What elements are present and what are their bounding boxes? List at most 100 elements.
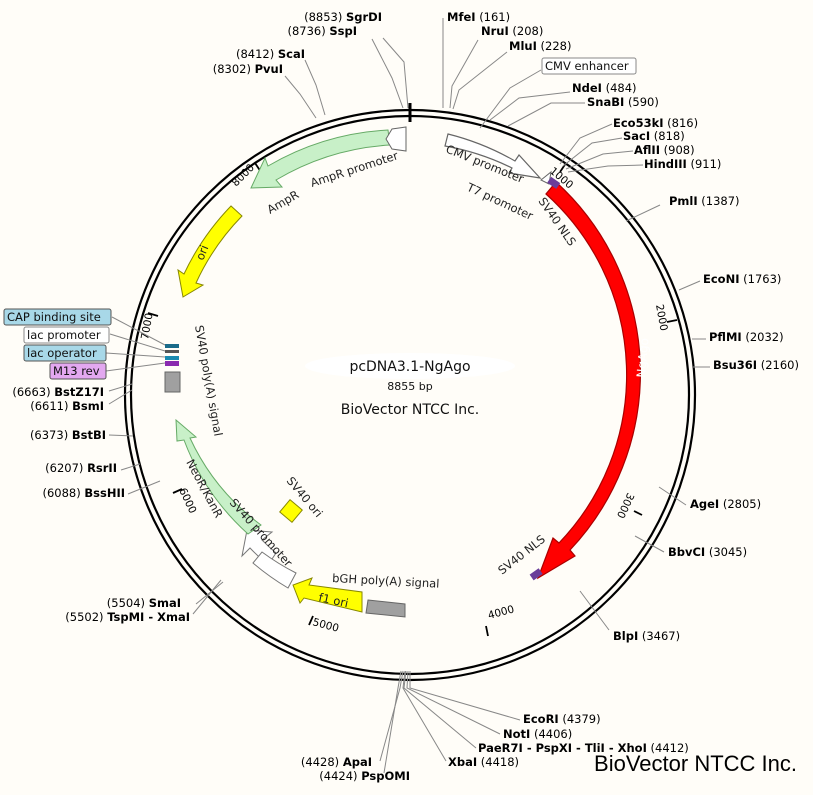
enz-blpi: BlpI <box>613 629 638 643</box>
leader-lac-operator <box>105 352 166 358</box>
site-eco53ki: Eco53kI (816) <box>613 116 698 130</box>
site-apai: (4428) ApaI <box>301 755 372 769</box>
leader-pspomi <box>383 670 402 774</box>
name-backdrop <box>305 353 515 379</box>
label-f1-ori: f1 ori <box>317 590 349 610</box>
leader-noti <box>406 670 501 735</box>
site-bstz17i: (6663) BstZ17I <box>12 385 104 399</box>
leader-pvui <box>284 75 317 119</box>
leader-cmv-enhancer <box>479 69 542 129</box>
leader-scai <box>304 59 326 116</box>
leader-sgrdi <box>382 37 409 109</box>
enz-smai: SmaI <box>149 596 181 610</box>
box-lac-operator <box>23 344 107 362</box>
leader-agei <box>658 486 687 506</box>
enz-agei: AgeI <box>690 497 719 511</box>
leader-blpi <box>579 590 610 631</box>
enz-eco53ki: Eco53kI <box>613 116 664 130</box>
neor-kanr-arrow <box>175 418 262 535</box>
enz-bsshii: BssHII <box>84 486 125 500</box>
leader-nrui <box>449 39 479 109</box>
pos-tspmi: (5502) <box>65 610 103 624</box>
bgh-polya-block <box>365 599 406 618</box>
enz-pmli: PmlI <box>669 194 698 208</box>
box-cap-binding-site <box>3 308 112 326</box>
enz-noti: NotI <box>503 727 530 741</box>
site-econi: EcoNI (1763) <box>703 272 781 286</box>
site-pflmi: PflMI (2032) <box>709 330 784 344</box>
site-smai: (5504) SmaI <box>107 596 181 610</box>
site-tspmi: (5502) TspMI - XmaI <box>65 610 190 624</box>
pos-bstz17i: (6663) <box>12 385 50 399</box>
pos-aflii: (908) <box>664 143 695 157</box>
pos-eco53ki: (816) <box>667 116 698 130</box>
leader-ecori <box>409 671 521 721</box>
enz-pvui: PvuI <box>255 62 283 76</box>
site-xhoi: PaeR7I - PspXI - TliI - XhoI (4412) <box>478 741 689 755</box>
enz-sgrdi: SgrDI <box>346 10 382 24</box>
site-bsmi: (6611) BsmI <box>30 399 104 413</box>
enz-bsmi: BsmI <box>72 399 104 413</box>
leader-hindiii <box>567 164 644 173</box>
leader-xhoi <box>403 670 477 749</box>
pos-rsrii: (6207) <box>45 461 83 475</box>
label-cap-binding-site: CAP binding site <box>7 310 101 324</box>
leader-bsmi <box>108 389 133 405</box>
site-aflii: AflII (908) <box>634 143 695 157</box>
pos-blpi: (3467) <box>642 629 680 643</box>
pos-nrui: (208) <box>512 24 543 38</box>
site-pvui: (8302) PvuI <box>213 62 283 76</box>
ngago-arrow <box>536 181 641 580</box>
site-hindiii: HindIII (911) <box>644 157 721 171</box>
label-sv40-polya: SV40 poly(A) signal <box>192 324 225 437</box>
sv40-ori-block <box>279 499 303 523</box>
site-nrui: NruI (208) <box>481 24 543 38</box>
tick-label-5000: 5000 <box>311 616 340 635</box>
site-agei: AgeI (2805) <box>690 497 761 511</box>
pos-smai: (5504) <box>107 596 145 610</box>
pos-saci: (818) <box>654 129 685 143</box>
pos-hindiii: (911) <box>690 157 721 171</box>
site-mlui: MluI (228) <box>509 39 571 53</box>
leader-lines <box>105 18 710 774</box>
leader-smai <box>195 581 224 605</box>
site-ecori: EcoRI (4379) <box>523 712 601 726</box>
pos-econi: (1763) <box>743 272 781 286</box>
pos-apai: (4428) <box>301 755 339 769</box>
leader-bsshii <box>127 480 161 495</box>
leader-snabi <box>507 102 585 127</box>
label-bgh-polya: bGH poly(A) signal <box>332 571 440 591</box>
label-cmv-enhancer: CMV enhancer <box>545 59 629 73</box>
pos-noti: (4406) <box>534 727 572 741</box>
site-saci: SacI (818) <box>623 129 685 143</box>
site-xbai: XbaI (4418) <box>448 755 519 769</box>
pos-bbvci: (3045) <box>709 545 747 559</box>
ampr-promoter-arrow <box>385 126 407 152</box>
leader-cap <box>111 316 166 346</box>
site-pspomi: (4424) PspOMI <box>319 769 410 783</box>
site-blpi: BlpI (3467) <box>613 629 680 643</box>
tick-label-6000: 6000 <box>176 486 198 515</box>
leader-pmli <box>625 204 661 222</box>
pos-sgrdi: (8853) <box>304 10 342 24</box>
leader-lac-promoter <box>109 333 166 352</box>
enz-tspmi: TspMI - XmaI <box>107 610 190 624</box>
site-bbvci: BbvCI (3045) <box>668 545 747 559</box>
company-label: BioVector NTCC Inc. <box>341 402 479 418</box>
label-ori: ori <box>193 243 212 262</box>
enz-snabi: SnaBI <box>587 95 624 109</box>
tick-3000 <box>633 510 643 516</box>
enz-bbvci: BbvCI <box>668 545 705 559</box>
leader-rsrii <box>120 463 141 471</box>
label-lac-operator: lac operator <box>27 346 97 360</box>
leader-aflii <box>565 150 634 170</box>
m13-rev-marker <box>165 361 179 366</box>
site-pmli: PmlI (1387) <box>669 194 740 208</box>
restriction-sites: (8853) SgrDI (8736) SspI (8412) ScaI (83… <box>12 10 799 783</box>
site-snabi: SnaBI (590) <box>587 95 659 109</box>
pos-ecori: (4379) <box>562 712 600 726</box>
site-sspi: (8736) SspI <box>287 24 357 38</box>
pos-ndei: (484) <box>606 81 637 95</box>
leader-bstbi <box>108 434 134 437</box>
